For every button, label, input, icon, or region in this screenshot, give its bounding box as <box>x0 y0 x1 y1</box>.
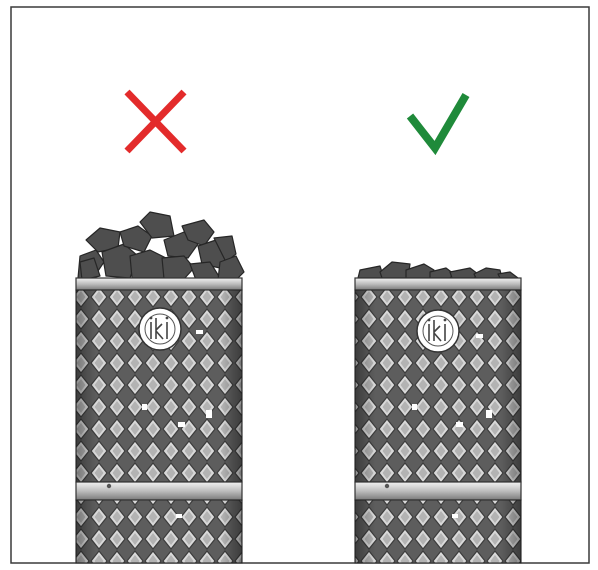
check-mark-icon <box>406 92 470 156</box>
panel-incorrect <box>75 89 245 564</box>
iki-logo <box>138 307 182 351</box>
panel-correct <box>354 92 522 564</box>
stone-pile-overfilled <box>77 211 245 281</box>
stone-layer-single <box>357 261 519 279</box>
cross-mark-icon <box>124 89 187 154</box>
heater-body-left <box>75 277 243 564</box>
heater-body-right <box>354 277 522 564</box>
iki-logo <box>416 309 460 353</box>
